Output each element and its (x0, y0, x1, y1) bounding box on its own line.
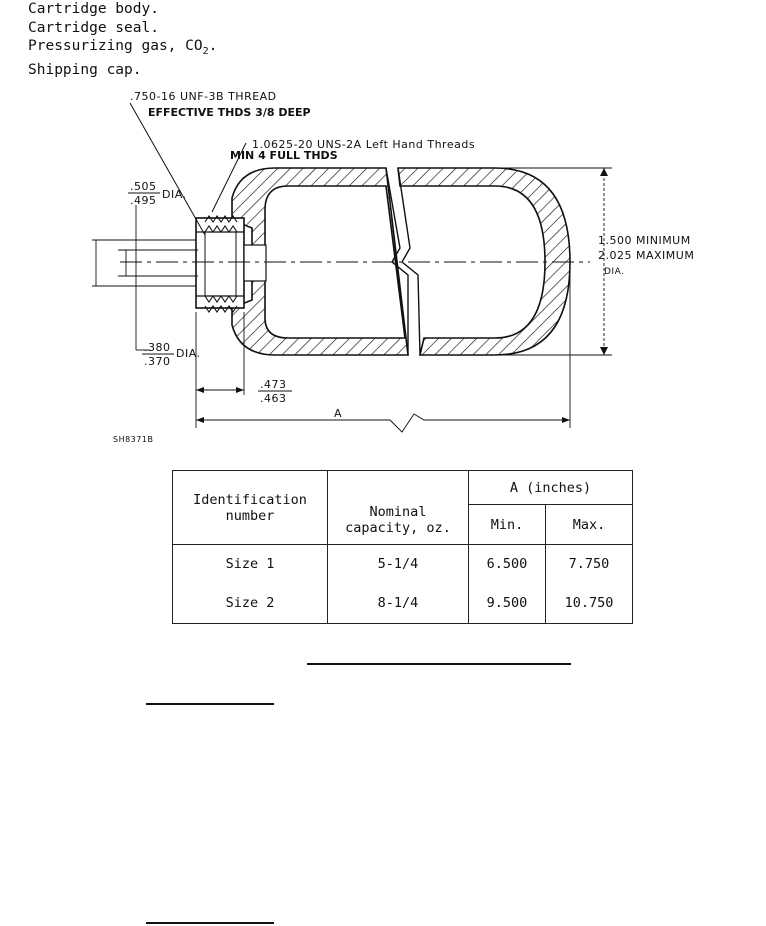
dia2-bottom: .370 (144, 355, 171, 368)
separator-rule (146, 922, 274, 924)
drawing-id: SH8371B (113, 435, 153, 444)
od-line1: 1.500 MINIMUM (598, 234, 691, 247)
dim-a-label: A (334, 407, 342, 420)
separator-rule (146, 703, 274, 705)
list-item: Shipping cap. (28, 62, 142, 79)
table-cell: 8-1/4 (327, 583, 469, 624)
len-bottom: .463 (260, 392, 287, 405)
list-item: Pressurizing gas, CO2. (28, 38, 218, 57)
dia1-suffix: DIA. (162, 188, 187, 201)
header-min: Min. (468, 504, 546, 545)
table-cell: Size 1 (172, 544, 328, 584)
outer-thread-line1: 1.0625-20 UNS-2A Left Hand Threads (252, 138, 475, 151)
list-item: Cartridge seal. (28, 19, 159, 36)
table-cell: Size 2 (172, 583, 328, 624)
cartridge-body-left (231, 167, 409, 356)
separator-rule (307, 663, 571, 665)
thread-note-line2: EFFECTIVE THDS 3/8 DEEP (148, 106, 311, 119)
dia1-top: .505 (130, 180, 157, 193)
thread-note-line1: .750-16 UNF-3B THREAD (130, 90, 277, 103)
header-max: Max. (545, 504, 633, 545)
dia2-suffix: DIA. (176, 347, 201, 360)
parts-list: Cartridge body. Cartridge seal. Pressuri… (28, 0, 217, 80)
table-cell: 10.750 (545, 583, 633, 624)
cartridge-drawing: .750-16 UNF-3B THREAD EFFECTIVE THDS 3/8… (92, 90, 694, 444)
table-cell: 9.500 (468, 583, 546, 624)
thread-bottom (204, 295, 238, 313)
od-line2: 2.025 MAXIMUM (598, 249, 694, 262)
len-top: .473 (260, 378, 287, 391)
list-item: Cartridge body. (28, 1, 159, 17)
outer-thread-line2: MIN 4 FULL THDS (230, 149, 338, 162)
dia1-bottom: .495 (130, 194, 157, 207)
table-cell: 7.750 (545, 544, 633, 584)
table-cell: 6.500 (468, 544, 546, 584)
dia2-top: .380 (144, 341, 171, 354)
thread-top (204, 215, 238, 233)
header-a-inches: A (inches) (468, 470, 633, 505)
table-cell: 5-1/4 (327, 544, 469, 584)
bore (243, 244, 267, 282)
od-line3: DIA. (604, 267, 624, 277)
